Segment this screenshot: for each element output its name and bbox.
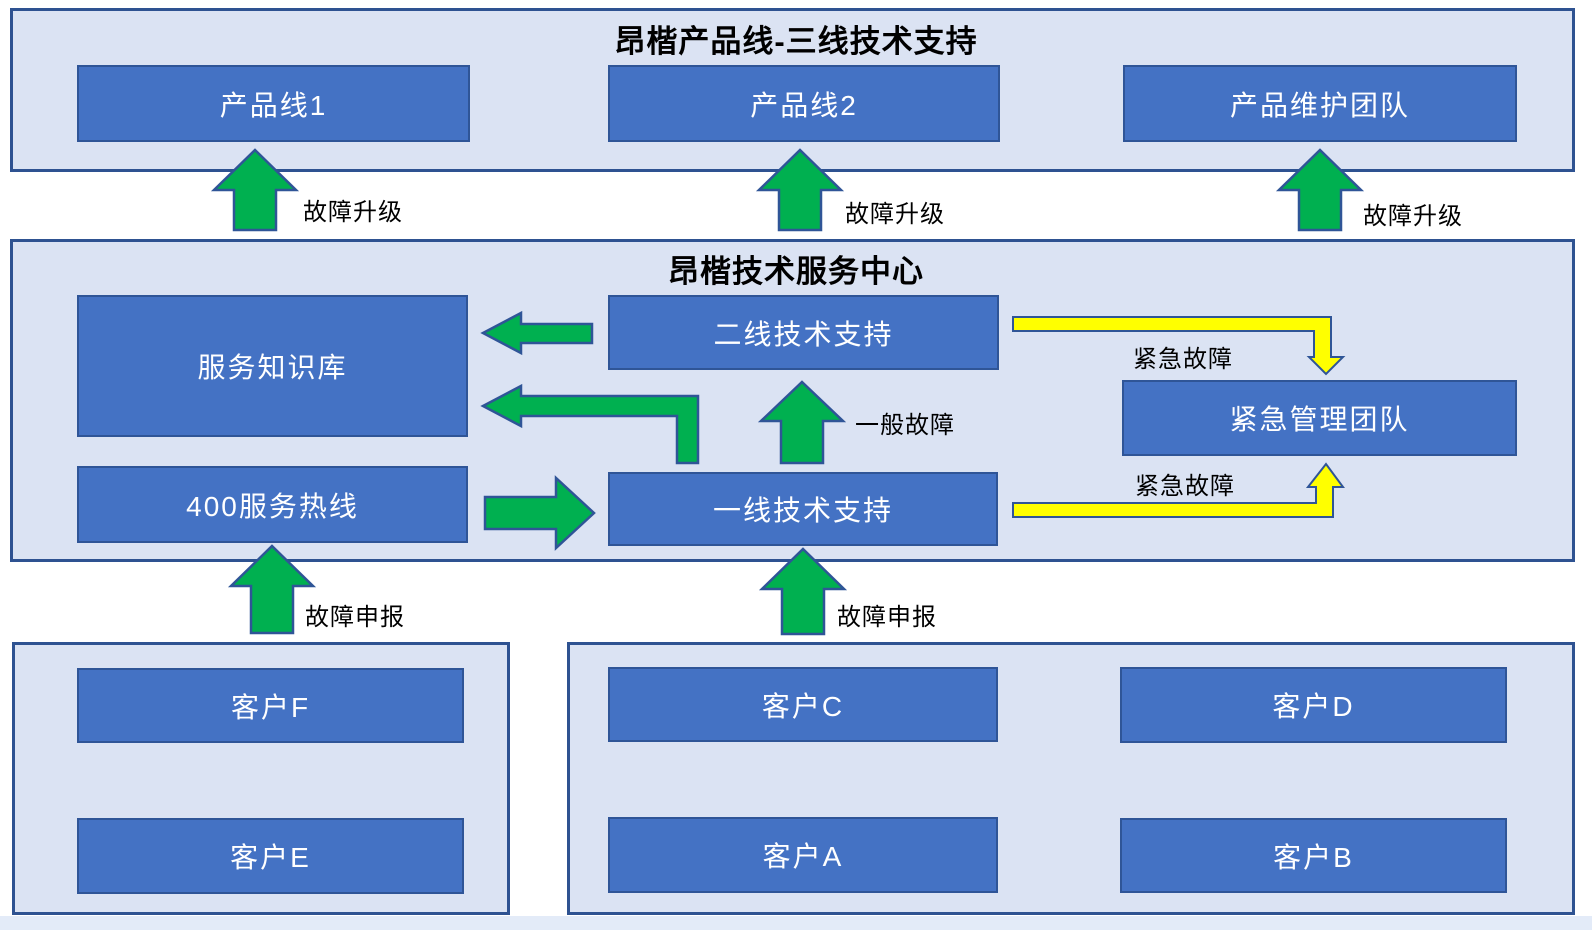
label-fault-report-left: 故障申报 xyxy=(305,604,405,631)
node-product-line-1: 产品线1 xyxy=(77,65,470,142)
product-lines-title: 昂楷产品线-三线技术支持 xyxy=(614,24,978,59)
label-emergency-fault-top: 紧急故障 xyxy=(1133,346,1233,373)
bottom-margin-strip xyxy=(0,916,1592,930)
node-product-line-2: 产品线2 xyxy=(608,65,1000,142)
service-center-title: 昂楷技术服务中心 xyxy=(668,254,924,289)
node-knowledge-base: 服务知识库 xyxy=(77,295,468,437)
node-400-hotline: 400服务热线 xyxy=(77,466,468,543)
node-customer-e: 客户E xyxy=(77,818,464,894)
label-fault-report-right: 故障申报 xyxy=(837,604,937,631)
node-customer-b: 客户B xyxy=(1120,818,1507,893)
label-general-fault: 一般故障 xyxy=(855,412,955,439)
label-fault-upgrade-2: 故障升级 xyxy=(845,201,945,228)
node-product-maintenance-team: 产品维护团队 xyxy=(1123,65,1517,142)
node-customer-d: 客户D xyxy=(1120,667,1507,743)
label-emergency-fault-bottom: 紧急故障 xyxy=(1135,473,1235,500)
node-line1-support: 一线技术支持 xyxy=(608,472,998,546)
node-customer-f: 客户F xyxy=(77,668,464,743)
label-fault-upgrade-3: 故障升级 xyxy=(1363,203,1463,230)
label-fault-upgrade-1: 故障升级 xyxy=(303,199,403,226)
node-customer-a: 客户A xyxy=(608,817,998,893)
node-emergency-team: 紧急管理团队 xyxy=(1122,380,1517,456)
node-line2-support: 二线技术支持 xyxy=(608,295,999,370)
node-customer-c: 客户C xyxy=(608,667,998,742)
